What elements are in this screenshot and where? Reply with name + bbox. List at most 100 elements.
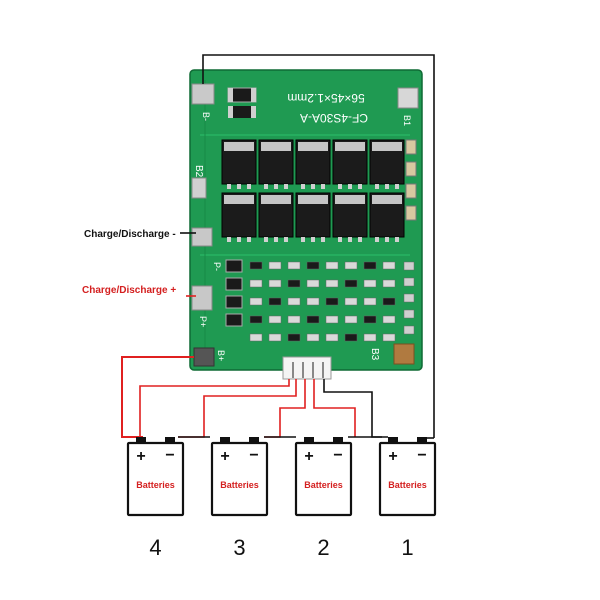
- battery-body: [378, 441, 437, 517]
- label-charge-discharge-plus: Charge/Discharge +: [82, 285, 176, 296]
- battery-plus-terminal: [136, 437, 146, 444]
- battery-number: 3: [233, 535, 245, 560]
- mosfet-array: [221, 139, 417, 242]
- mosfet: [332, 192, 368, 242]
- mosfet: [221, 139, 257, 189]
- battery-minus-sign: −: [165, 447, 174, 464]
- smd-part: [382, 279, 396, 288]
- battery-minus-terminal: [165, 437, 175, 444]
- pad-b-minus-label: B-: [201, 112, 211, 121]
- pad-b1-label: B1: [402, 115, 412, 126]
- smd-part: [382, 297, 396, 306]
- smd-part: [382, 333, 396, 342]
- capacitor: [405, 183, 417, 199]
- smd-part: [363, 261, 377, 270]
- smd-part: [287, 297, 301, 306]
- smd-part: [363, 279, 377, 288]
- battery-label: Batteries: [388, 480, 427, 490]
- smd-part: [287, 333, 301, 342]
- smd-part: [325, 315, 339, 324]
- smd-part: [403, 325, 415, 335]
- capacitor: [405, 205, 417, 221]
- pad-p-minus: [191, 227, 213, 247]
- smd-part: [268, 315, 282, 324]
- battery-body: [126, 441, 185, 517]
- smd-part: [268, 279, 282, 288]
- wire-b-plus-to-battery4: [121, 356, 194, 438]
- smd-part: [344, 261, 358, 270]
- battery-minus-terminal: [333, 437, 343, 444]
- battery-plus-sign: +: [388, 448, 397, 465]
- wire-b-minus-to-battery1: [202, 54, 435, 438]
- smd-part: [249, 261, 263, 270]
- mosfet: [369, 192, 405, 242]
- smd-part: [249, 279, 263, 288]
- ic-chip: [225, 259, 243, 273]
- smd-part: [344, 333, 358, 342]
- battery-body: [294, 441, 353, 517]
- small-components: [225, 259, 415, 342]
- wire-balance-b4: [139, 379, 290, 437]
- smd-part: [306, 315, 320, 324]
- smd-part: [249, 333, 263, 342]
- battery-body: [210, 441, 269, 517]
- smd-part: [382, 261, 396, 270]
- smd-part: [268, 333, 282, 342]
- wire-balance-b3: [178, 379, 297, 438]
- smd-part: [268, 297, 282, 306]
- pad-b1: [397, 87, 419, 109]
- battery-plus-terminal: [304, 437, 314, 444]
- battery-3: + − Batteries 3: [210, 437, 269, 560]
- mosfet: [332, 139, 368, 189]
- battery-row: +−Batteries4+−Batteries3+−Batteries2+−Ba…: [126, 437, 437, 560]
- ic-chip: [225, 277, 243, 291]
- pcb-board: 56×45×1.2mm CF-4S30A-A B2 B- B1 P- P+ B+…: [189, 69, 423, 380]
- label-charge-discharge-minus: Charge/Discharge -: [84, 229, 176, 240]
- smd-part: [249, 297, 263, 306]
- pad-b-plus-label: B+: [216, 350, 226, 361]
- smd-part: [249, 315, 263, 324]
- battery-label: Batteries: [220, 480, 259, 490]
- pad-b3-label: B3: [369, 348, 380, 361]
- battery-minus-sign: −: [249, 447, 258, 464]
- wire-balance-b2: [264, 379, 306, 438]
- smd-part: [325, 279, 339, 288]
- smd-part: [306, 333, 320, 342]
- pad-b-minus: [191, 83, 215, 105]
- battery-plus-terminal: [388, 437, 398, 444]
- smd-part: [363, 297, 377, 306]
- battery-plus-sign: +: [220, 448, 229, 465]
- balance-connector: [282, 356, 332, 380]
- ic-chip: [225, 313, 243, 327]
- battery-plus-sign: +: [136, 448, 145, 465]
- pad-b3: [393, 343, 415, 365]
- battery-minus-sign: −: [417, 447, 426, 464]
- smd-part: [325, 261, 339, 270]
- battery-plus-sign: +: [304, 448, 313, 465]
- wire-balance-b1: [313, 379, 356, 437]
- battery-number: 1: [401, 535, 413, 560]
- battery-minus-terminal: [249, 437, 259, 444]
- resistor-top-2: [228, 106, 256, 118]
- pad-p-plus-label: P+: [198, 316, 208, 327]
- smd-part: [287, 261, 301, 270]
- smd-part: [325, 333, 339, 342]
- smd-part: [363, 315, 377, 324]
- battery-number: 2: [317, 535, 329, 560]
- pad-b2-label: B2: [193, 165, 204, 178]
- battery-1: + − Batteries 1: [378, 437, 437, 560]
- smd-part: [306, 279, 320, 288]
- smd-part: [344, 279, 358, 288]
- smd-part: [344, 315, 358, 324]
- smd-part: [403, 309, 415, 319]
- smd-part: [403, 261, 415, 271]
- smd-part: [403, 277, 415, 287]
- board-model-label: CF-4S30A-A: [300, 111, 368, 125]
- pad-b2: [191, 177, 207, 199]
- smd-part: [287, 315, 301, 324]
- ic-chip: [225, 295, 243, 309]
- mosfet: [221, 192, 257, 242]
